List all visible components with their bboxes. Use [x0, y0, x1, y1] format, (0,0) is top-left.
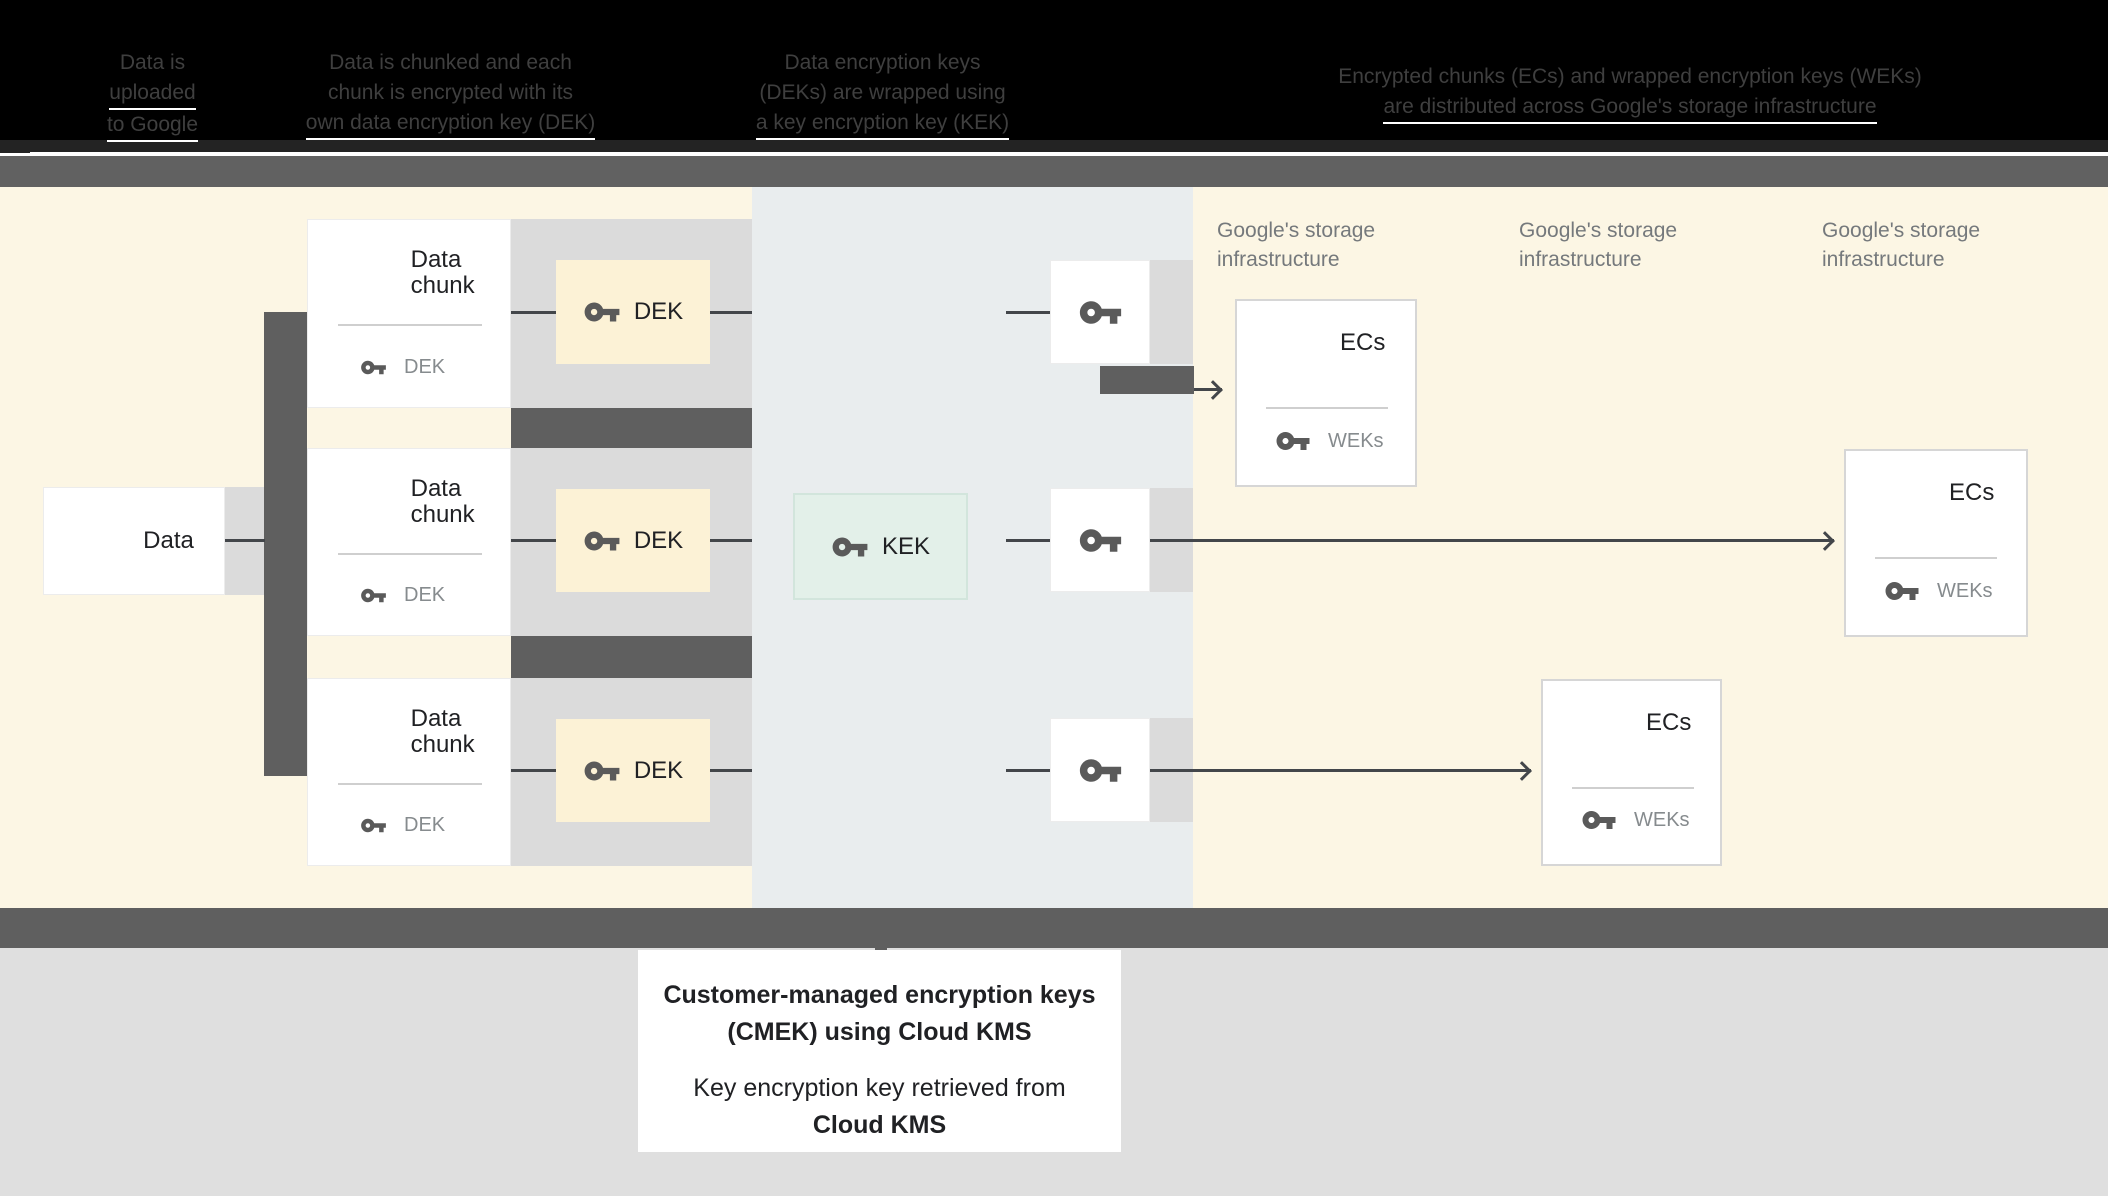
dek-3-key-icon [583, 752, 621, 790]
wrapped-key-2-icon [1078, 518, 1123, 563]
data-chunk-1-key-icon [360, 354, 387, 381]
wrapped-key-3-arrow-line [1150, 769, 1531, 772]
header-step-3: Data encryption keys (DEKs) are wrapped … [735, 48, 1030, 140]
wrapped-key-3-icon [1078, 748, 1123, 793]
header-step-2-line2: chunk is encrypted with its [327, 81, 574, 104]
ecs-2-key-label: WEKs [1937, 579, 1993, 602]
dek-1-key-icon [583, 293, 621, 331]
header-step-1-line2: uploaded [109, 78, 196, 110]
storage-infra-label-3: Google's storage infrastructure [1822, 219, 1981, 271]
ecs-3-divider [1572, 787, 1694, 789]
data-chunk-3-key-label: DEK [404, 814, 446, 836]
chunk-split-vertical-bar [264, 312, 307, 776]
dek-2-label: DEK [633, 526, 684, 554]
kek-to-key2-stub [1006, 539, 1050, 542]
caption-box: Customer-managed encryption keys (CMEK) … [638, 950, 1121, 1152]
inter-row-connector-2 [511, 636, 752, 678]
ecs-box-1: ECs WEKs [1235, 299, 1417, 487]
chunk2-to-dek2-line [511, 539, 556, 542]
ecs-2-key-icon [1884, 573, 1920, 609]
kek-box: KEK [793, 493, 968, 600]
header-step-2-line1: Data is chunked and each [329, 51, 572, 74]
wrapped-key-box-3 [1050, 718, 1150, 822]
data-chunk-3-divider [338, 783, 482, 785]
header-step-2-line3: own data encryption key (DEK) [305, 108, 596, 140]
caption-line-3: Key encryption key retrieved from [693, 1074, 1066, 1102]
data-chunk-3-key-icon [360, 812, 387, 839]
data-chunk-box-3: Data chunk DEK [307, 678, 511, 866]
kek-key-1-halo [1150, 260, 1193, 364]
header-black-band [0, 0, 2108, 140]
data-chunk-2-divider [338, 553, 482, 555]
header-step-2: Data is chunked and each chunk is encryp… [293, 48, 608, 140]
header-step-3-line1: Data encryption keys [784, 51, 981, 74]
ecs-1-key-label: WEKs [1328, 429, 1384, 452]
wrapped-key-1-thick-bar [1100, 366, 1194, 394]
inter-row-connector-1 [511, 408, 752, 448]
chunk3-to-dek3-line [511, 769, 556, 772]
wrapped-key-box-2 [1050, 488, 1150, 592]
storage-infra-label-2: Google's storage infrastructure [1519, 219, 1678, 271]
header-step-1-line3: to Google [106, 110, 199, 142]
data-chunk-2-storage-icon [338, 481, 394, 528]
data-chunk-2-title: Data chunk [410, 475, 475, 528]
storage-infra-label-1: Google's storage infrastructure [1217, 219, 1376, 271]
dek-3-label: DEK [633, 756, 684, 784]
kek-to-key3-stub [1006, 769, 1050, 772]
dek1-to-kms-line [710, 311, 752, 314]
data-chunk-3-storage-icon [338, 711, 394, 758]
dek-1-label: DEK [633, 298, 684, 325]
dek2-to-kms-line [710, 539, 752, 542]
wrapped-key-1-icon [1078, 290, 1123, 335]
dek-box-1: DEK [556, 260, 710, 364]
ecs-1-title: ECs [1340, 329, 1386, 356]
data-chunk-2-key-label: DEK [404, 584, 446, 606]
ecs-3-key-icon [1581, 802, 1617, 838]
data-box-label: Data [143, 527, 194, 554]
data-chunk-box-2: Data chunk DEK [307, 448, 511, 636]
ecs-1-divider [1266, 407, 1388, 409]
header-gray-band [0, 156, 2108, 187]
data-chunk-1-divider [338, 324, 482, 326]
header-bottom-white-line [30, 152, 2108, 156]
data-chunk-3-title: Data chunk [410, 705, 475, 758]
header-step-4-line2: are distributed across Google's storage … [1383, 92, 1877, 124]
header-step-4: Encrypted chunks (ECs) and wrapped encry… [1280, 62, 1980, 124]
data-chunk-1-key-label: DEK [404, 356, 446, 378]
wrapped-key-2-arrow-line [1150, 539, 1834, 542]
ecs-3-key-label: WEKs [1634, 808, 1690, 831]
caption-line-4: Cloud KMS [812, 1111, 947, 1139]
header-step-4-line1: Encrypted chunks (ECs) and wrapped encry… [1338, 65, 1922, 88]
ecs-2-title: ECs [1949, 479, 1995, 506]
header-step-3-line2: (DEKs) are wrapped using [759, 81, 1006, 104]
dek-box-3: DEK [556, 719, 710, 822]
header-black-band-lower [0, 140, 2108, 153]
caption-line-2: (CMEK) using Cloud KMS [727, 1018, 1032, 1046]
ecs-3-title: ECs [1646, 709, 1692, 736]
bottom-gray-band [0, 908, 2108, 948]
ecs-2-divider [1875, 557, 1997, 559]
data-chunk-1-storage-icon [338, 252, 394, 299]
data-chunk-2-key-icon [360, 582, 387, 609]
kek-key-icon [831, 528, 869, 566]
ecs-box-2: ECs WEKs [1844, 449, 2028, 637]
wrapped-key-1-arrow-line [1194, 388, 1222, 391]
header-step-3-line3: a key encryption key (KEK) [755, 108, 1010, 140]
header-step-1: Data is uploaded to Google [55, 48, 250, 142]
chunk1-to-dek1-line [511, 311, 556, 314]
data-chunk-box-1: Data chunk DEK [307, 219, 511, 408]
kek-label: KEK [881, 532, 931, 560]
header-step-1-line1: Data is [119, 51, 186, 74]
data-chunk-1-title: Data chunk [410, 246, 475, 299]
dek-2-key-icon [583, 522, 621, 560]
caption-line-1: Customer-managed encryption keys [663, 981, 1096, 1009]
ecs-1-key-icon [1275, 423, 1311, 459]
kek-to-key1-stub [1006, 311, 1050, 314]
ecs-box-3: ECs WEKs [1541, 679, 1722, 866]
data-to-split-line [225, 539, 265, 542]
dek-box-2: DEK [556, 489, 710, 592]
data-box: Data [43, 487, 225, 595]
wrapped-key-box-1 [1050, 260, 1150, 364]
dek3-to-kms-line [710, 769, 752, 772]
